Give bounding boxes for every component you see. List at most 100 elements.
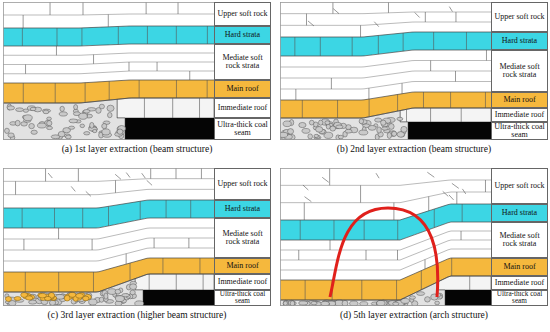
bedding-line [280,82,491,90]
rubble-block [8,133,14,137]
joint-line [22,208,23,228]
gob-area [280,111,408,140]
stratum-label-box: Immediate roof [214,274,271,290]
stratum-label-box: Mediate soft rock strata [491,50,548,92]
layer-boundary [280,50,491,56]
fracture-line [376,173,379,178]
joint-line [207,26,208,44]
joint-line [58,228,59,239]
stratum-name: Hard strata [225,205,260,213]
rubble-block [59,112,67,116]
stratum-name: Main roof [226,85,258,93]
stratum-name: Mediate soft rock strata [493,63,546,79]
joint-line [118,26,119,44]
panel-frame [4,169,271,306]
coal-seam [143,290,214,306]
joint-line [23,239,24,250]
joint-line [154,238,155,248]
rubble-block [29,300,37,304]
joint-line [364,220,365,240]
joint-line [178,2,179,14]
stratum-name: Ultra-thick coal seam [216,291,269,305]
rubble-block [336,125,343,129]
panel-caption: (a) 1st layer extraction (beam structure… [3,144,271,155]
stratum-label-box: Ultra-thick coal seam [214,118,271,140]
joint-line [56,28,57,46]
joint-line [83,2,84,15]
stratum-name: Mediate soft rock strata [216,230,269,246]
layer-boundary [280,258,491,280]
bedding-line [280,240,491,260]
joint-line [25,272,26,292]
stratum-label-box: Hard strata [214,200,271,218]
stratum-label-box: Main roof [214,258,271,274]
rubble-block [15,120,20,126]
rubble-block [27,106,35,111]
joint-line [396,280,397,300]
bedding-line [280,180,491,185]
bedding-line [3,189,214,194]
rubble-block [23,109,28,112]
fracture-line [86,191,91,196]
layer-boundary [280,276,491,300]
joint-line [304,203,305,220]
joint-line [393,203,394,220]
rubble-block [37,123,46,128]
joint-line [199,258,200,274]
panel-frame [281,3,548,140]
bedding-line [3,71,214,74]
rubble-block [299,122,306,127]
joint-line [294,37,295,56]
joint-line [109,81,110,100]
bedding-line [3,53,214,55]
rubble-block [377,300,385,305]
joint-line [15,181,16,194]
ground [280,2,548,140]
rubble-block [392,131,397,136]
joint-line [300,220,301,240]
fracture-line [333,9,339,14]
joint-line [162,258,163,274]
rubble-block [31,130,37,134]
rubble-block [359,119,363,124]
broken-main-roof [14,297,21,301]
stratum-name: Immediate roof [218,104,268,112]
broken-main-roof [38,293,46,298]
fracture-line [308,21,314,26]
joint-line [428,197,429,211]
joint-line [455,71,456,82]
extraction-panel: (b) 2nd layer extraction (beam structure… [280,2,548,162]
rubble-block [397,117,403,120]
panel-frame [4,3,271,140]
bedding-line [3,248,214,261]
fracture-line [322,177,329,182]
rubble-block [47,117,52,120]
fracture-line [126,173,130,178]
gob-area [3,99,125,140]
rubble-block [96,108,101,114]
rubble-block [99,297,104,302]
joint-line [305,280,306,300]
broken-main-roof [83,296,89,301]
joint-line [190,200,191,218]
rubble-block [56,295,65,300]
rubble-block [382,127,388,130]
joint-line [434,209,435,228]
stratum-label-box: Immediate roof [491,108,548,122]
bedding-line [280,249,491,270]
joint-line [485,92,486,108]
rubble-block [316,127,323,133]
joint-line [361,280,362,300]
fracture-line [304,197,311,202]
rubble-block [417,292,425,296]
coal-seam [408,122,491,140]
joint-line [397,250,398,260]
joint-line [333,220,334,240]
rubble-block [314,134,319,137]
rubble-block [83,110,90,114]
rubble-block [345,129,352,133]
rubble-block [377,127,382,133]
joint-line [176,80,177,98]
layer-boundary [280,32,491,37]
fracture-line [415,13,420,18]
